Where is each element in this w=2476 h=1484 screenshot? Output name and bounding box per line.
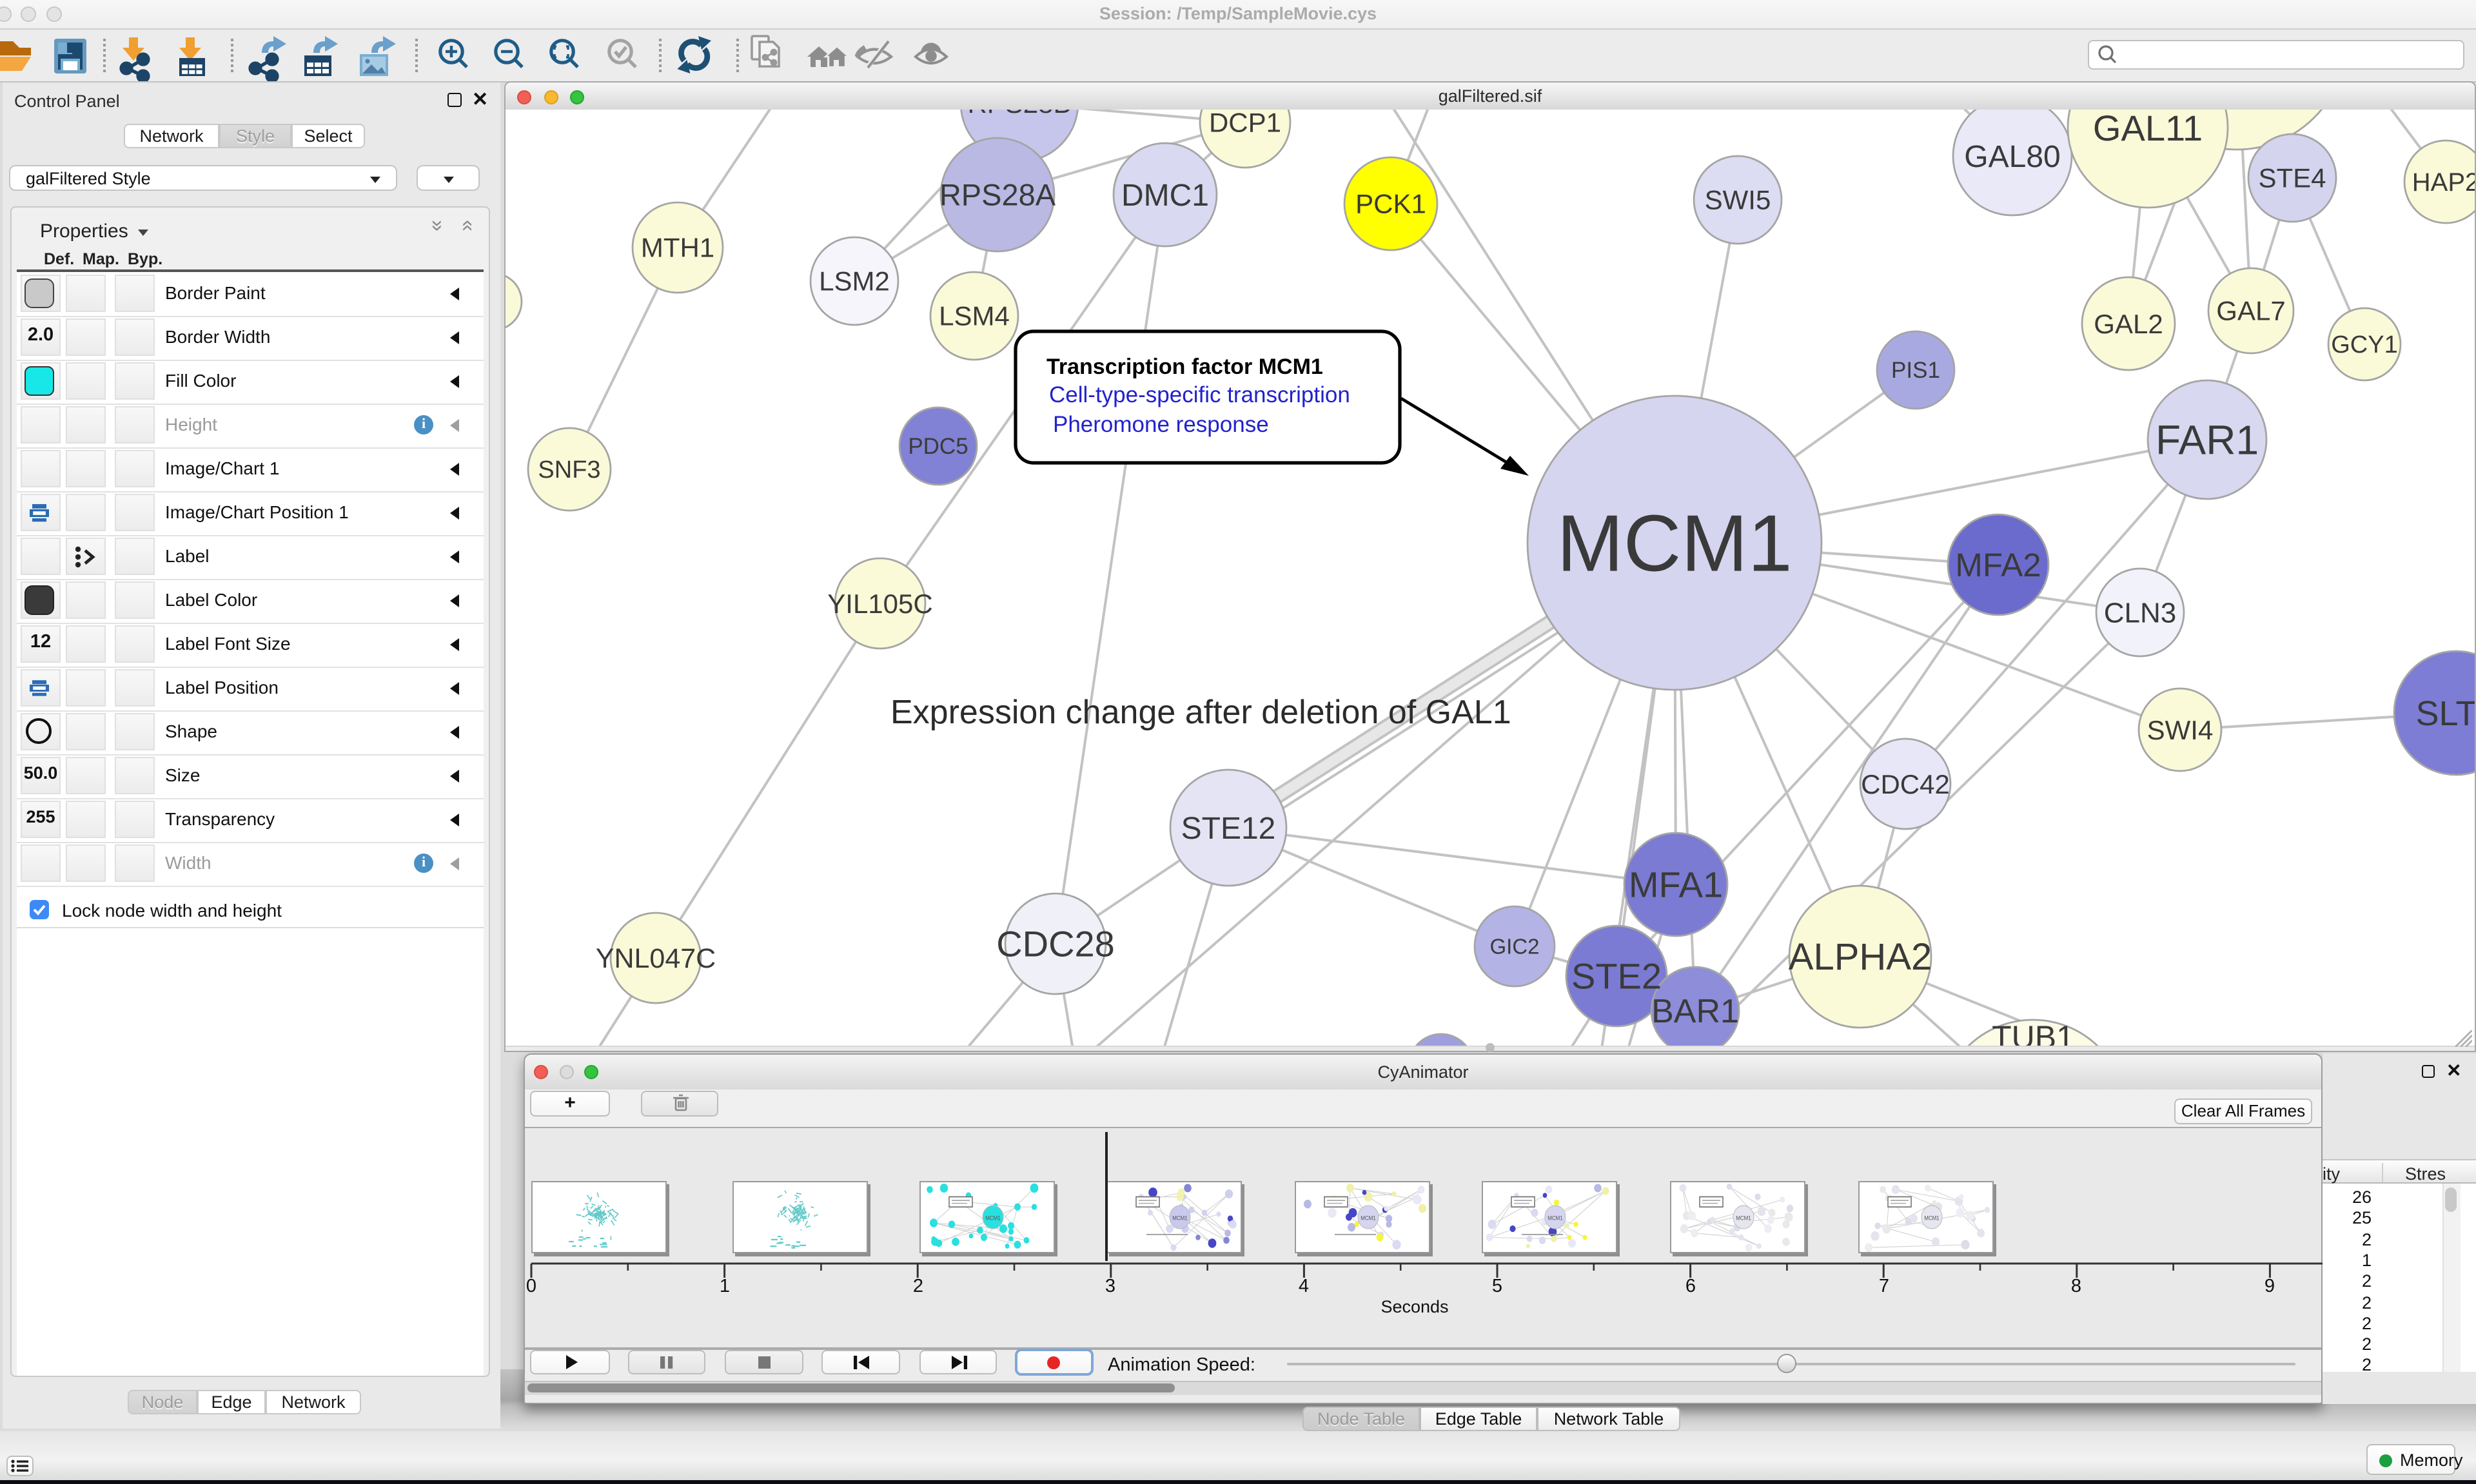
svg-text:PDC5: PDC5 [908,434,968,459]
svg-text:LSM4: LSM4 [939,301,1010,331]
svg-text:MCM1: MCM1 [1361,1215,1376,1222]
svg-text:STE2: STE2 [1571,956,1662,997]
svg-text:Pheromone response: Pheromone response [1053,412,1269,437]
svg-text:GAL80: GAL80 [1964,140,2060,174]
svg-text:SWI4: SWI4 [2147,715,2214,745]
svg-text:YIL105C: YIL105C [827,589,932,619]
svg-text:CDC42: CDC42 [1861,769,1950,799]
svg-text:DMC1: DMC1 [1121,179,1209,213]
svg-text:GAL2: GAL2 [2094,309,2163,339]
svg-text:CLN3: CLN3 [2104,597,2177,629]
svg-text:HAP2: HAP2 [2412,168,2475,197]
svg-text:MFA1: MFA1 [1629,864,1723,905]
svg-text:LSM2: LSM2 [819,266,890,297]
svg-text:FAR1: FAR1 [2156,416,2259,463]
svg-text:GAL7: GAL7 [2216,296,2285,326]
svg-text:MFA2: MFA2 [1955,547,2041,583]
svg-text:RPS28A: RPS28A [939,177,1056,211]
svg-text:Transcription factor MCM1: Transcription factor MCM1 [1046,355,1323,379]
svg-text:YNL047C: YNL047C [596,943,716,974]
svg-text:SLT2: SLT2 [2415,694,2475,733]
svg-text:STE12: STE12 [1181,812,1276,846]
svg-text:PIS1: PIS1 [1891,358,1940,383]
svg-text:MTH1: MTH1 [641,233,714,263]
svg-text:MCM1: MCM1 [1172,1215,1188,1222]
svg-text:MCM1: MCM1 [1924,1215,1940,1222]
svg-text:TUB1: TUB1 [1992,1019,2074,1048]
svg-text:MCM1: MCM1 [1557,499,1792,588]
svg-text:SWI5: SWI5 [1705,185,1771,215]
svg-text:Expression change after deleti: Expression change after deletion of GAL1 [890,694,1511,731]
svg-text:GCY1: GCY1 [2331,331,2397,358]
svg-text:GIC2: GIC2 [1489,935,1539,959]
svg-text:MCM1: MCM1 [1548,1215,1563,1222]
svg-text:BAR1: BAR1 [1651,993,1739,1030]
svg-text:MCM1: MCM1 [1736,1215,1751,1222]
svg-text:DCP1: DCP1 [1209,110,1281,138]
svg-text:PCK1: PCK1 [1355,189,1426,219]
svg-text:GAL11: GAL11 [2093,110,2203,148]
svg-text:STE4: STE4 [2258,163,2326,193]
svg-text:SNF3: SNF3 [538,456,600,483]
svg-text:RPS28B: RPS28B [967,110,1071,119]
svg-text:CDC28: CDC28 [996,924,1115,964]
svg-text:Cell-type-specific transcripti: Cell-type-specific transcription [1049,382,1350,407]
svg-text:ALPHA2: ALPHA2 [1789,936,1932,978]
svg-text:MCM1: MCM1 [985,1215,1001,1222]
